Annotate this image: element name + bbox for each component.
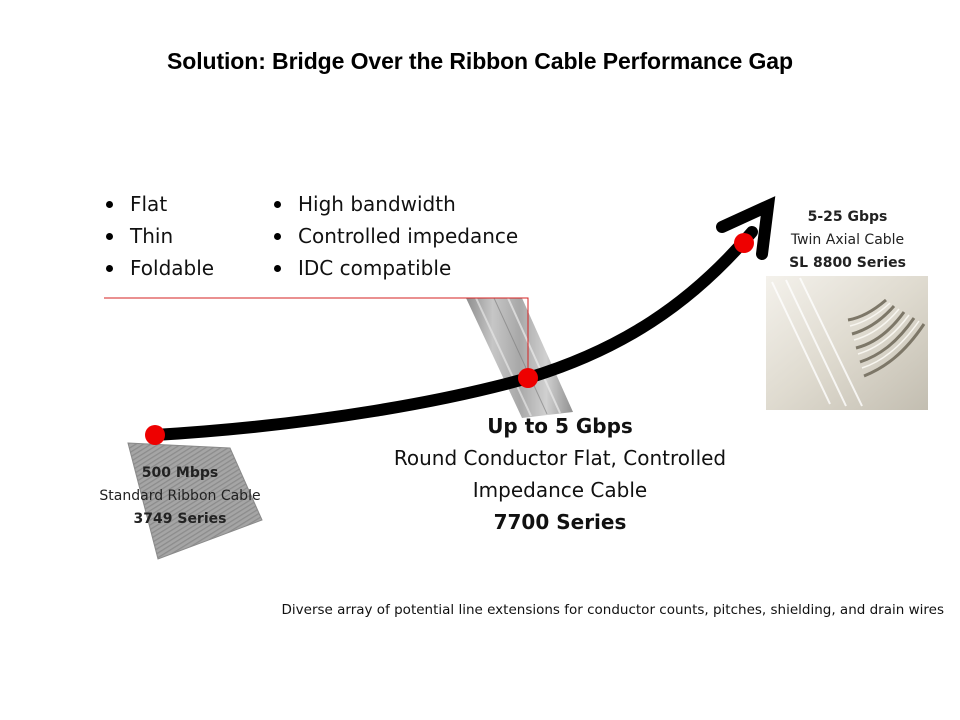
bullet-item: Foldable xyxy=(104,252,214,284)
cable-description: Twin Axial Cable xyxy=(790,232,905,248)
bullet-item: Controlled impedance xyxy=(272,220,518,252)
label-500mbps: 500 Mbps Standard Ribbon Cable 3749 Seri… xyxy=(80,462,280,531)
bullet-item: High bandwidth xyxy=(272,188,518,220)
marker-5gbps xyxy=(518,368,538,388)
label-5gbps: Up to 5 Gbps Round Conductor Flat, Contr… xyxy=(340,410,780,538)
series-label: 7700 Series xyxy=(493,510,627,534)
marker-500mbps xyxy=(145,425,165,445)
bullet-item: Flat xyxy=(104,188,214,220)
twinax-cable-8800-image xyxy=(766,276,928,410)
ribbon-cable-3749-image xyxy=(127,442,263,560)
footnote: Diverse array of potential line extensio… xyxy=(281,602,945,618)
flat-cable-7700-image xyxy=(466,297,573,418)
series-label: 3749 Series xyxy=(133,511,227,527)
speed-label: Up to 5 Gbps xyxy=(487,414,633,438)
page-title: Solution: Bridge Over the Ribbon Cable P… xyxy=(167,48,793,74)
bullet-item: IDC compatible xyxy=(272,252,518,284)
cable-description: Round Conductor Flat, Controlled xyxy=(393,446,727,470)
marker-25gbps xyxy=(734,233,754,253)
cable-description: Impedance Cable xyxy=(472,478,648,502)
series-label: SL 8800 Series xyxy=(789,255,906,271)
bullet-list-right: High bandwidth Controlled impedance IDC … xyxy=(272,188,518,284)
bullets-connector-line xyxy=(104,297,529,378)
bullet-item: Thin xyxy=(104,220,214,252)
label-25gbps: 5-25 Gbps Twin Axial Cable SL 8800 Serie… xyxy=(760,206,935,275)
speed-label: 5-25 Gbps xyxy=(807,209,888,225)
speed-label: 500 Mbps xyxy=(141,465,219,481)
cable-description: Standard Ribbon Cable xyxy=(99,488,261,504)
arrow-head xyxy=(716,196,776,260)
bullet-list-left: Flat Thin Foldable xyxy=(104,188,214,284)
